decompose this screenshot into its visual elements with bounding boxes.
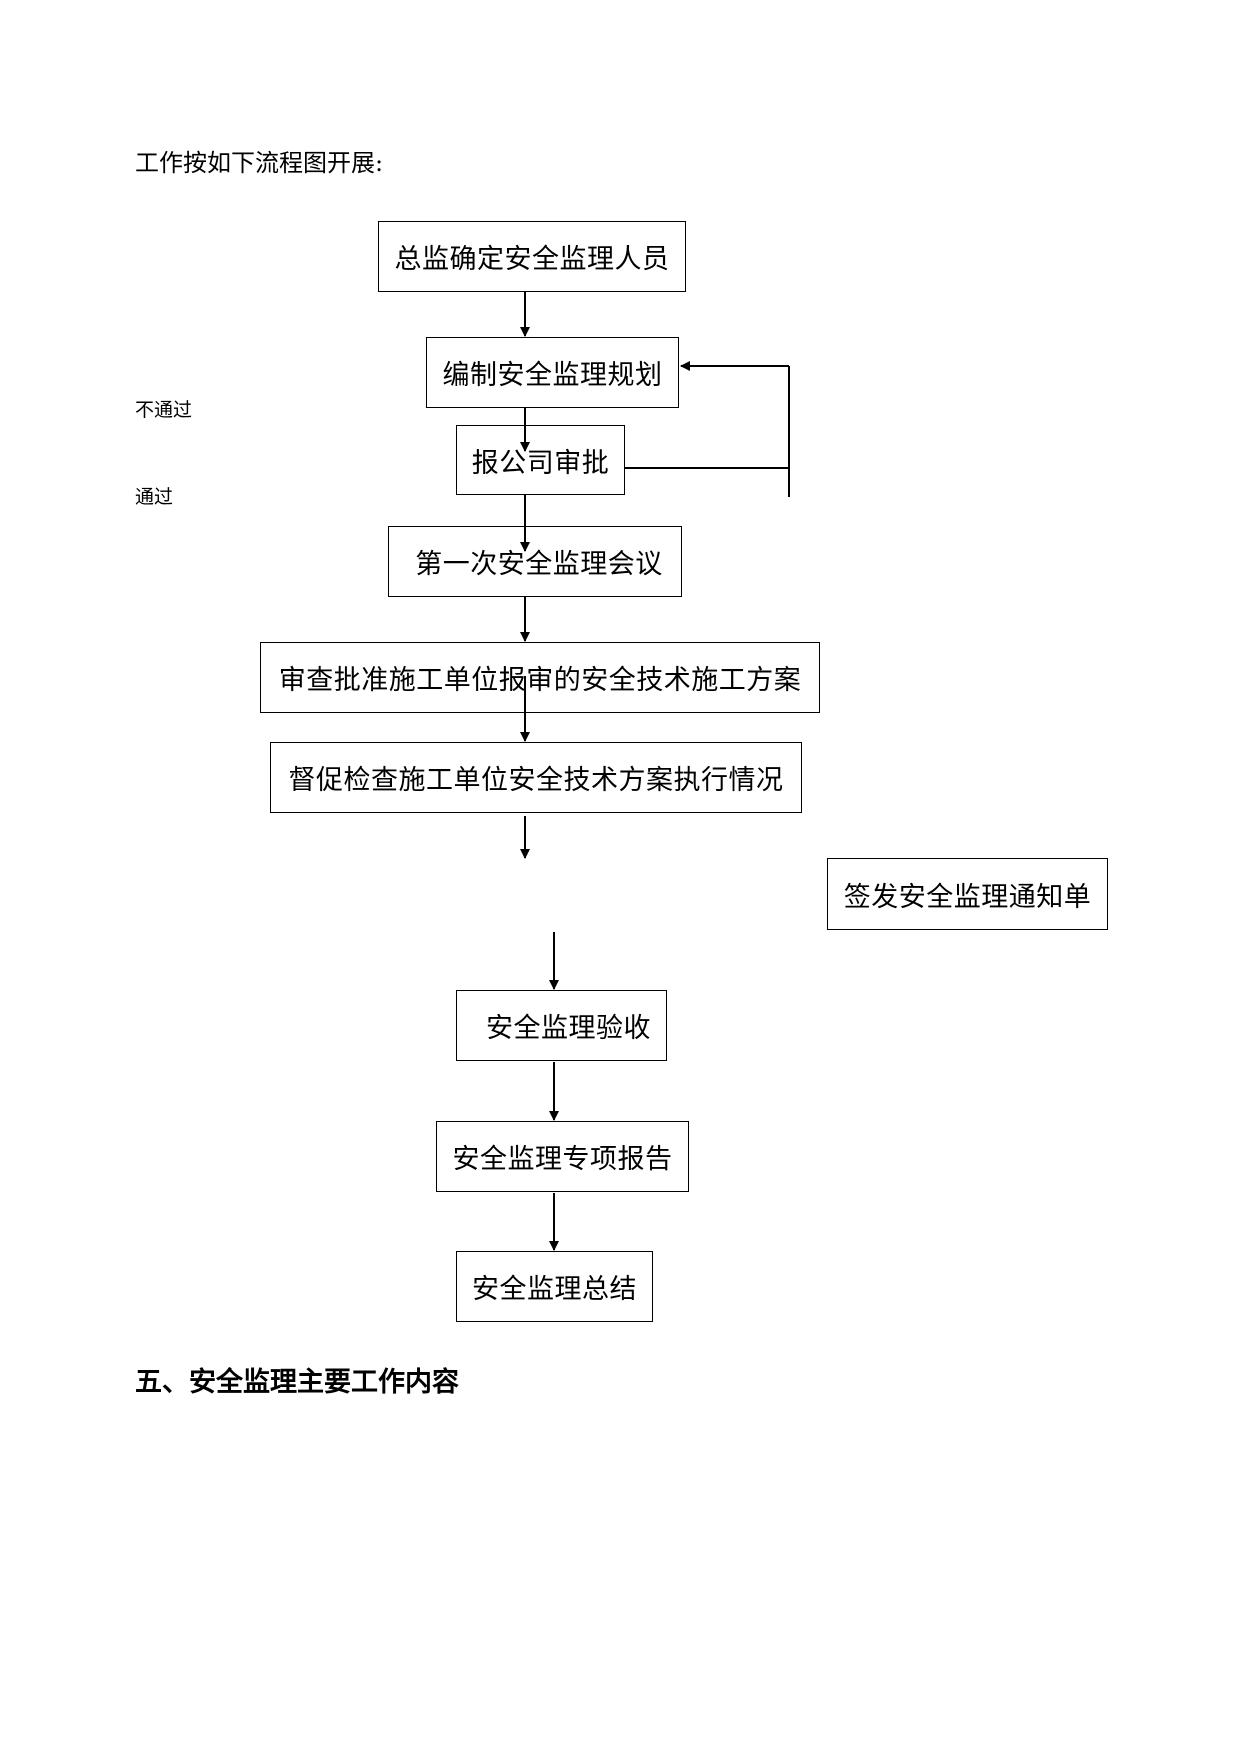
step-review-plans: 审查批准施工单位报审的安全技术施工方案 (260, 642, 820, 713)
step-assign-staff-label: 总监确定安全监理人员 (394, 244, 670, 275)
branch-label-fail: 不通过 (135, 399, 193, 421)
step-first-meeting: 第一次安全监理会议 (388, 526, 682, 597)
step-supervise-execution: 督促检查施工单位安全技术方案执行情况 (270, 742, 802, 813)
intro-text: 工作按如下流程图开展: (135, 149, 384, 177)
step-acceptance: 安全监理验收 (456, 990, 667, 1061)
step-acceptance-label: 安全监理验收 (486, 1013, 651, 1044)
step-assign-staff: 总监确定安全监理人员 (378, 221, 686, 292)
step-summary: 安全监理总结 (456, 1251, 653, 1322)
step-compile-plan-label: 编制安全监理规划 (442, 360, 663, 391)
step-compile-plan: 编制安全监理规划 (426, 337, 679, 408)
step-submit-approval-label: 报公司审批 (471, 447, 610, 479)
branch-label-pass: 通过 (135, 486, 174, 508)
step-special-report-label: 安全监理专项报告 (452, 1144, 673, 1175)
step-issue-notice-label: 签发安全监理通知单 (843, 881, 1092, 913)
step-submit-approval: 报公司审批 (456, 425, 625, 495)
step-summary-label: 安全监理总结 (472, 1274, 637, 1305)
step-issue-notice: 签发安全监理通知单 (827, 858, 1108, 930)
step-special-report: 安全监理专项报告 (436, 1121, 689, 1192)
step-supervise-execution-label: 督促检查施工单位安全技术方案执行情况 (288, 765, 784, 796)
step-first-meeting-label: 第一次安全监理会议 (415, 549, 663, 580)
step-review-plans-label: 审查批准施工单位报审的安全技术施工方案 (278, 665, 802, 696)
section-heading: 五、安全监理主要工作内容 (135, 1367, 459, 1398)
